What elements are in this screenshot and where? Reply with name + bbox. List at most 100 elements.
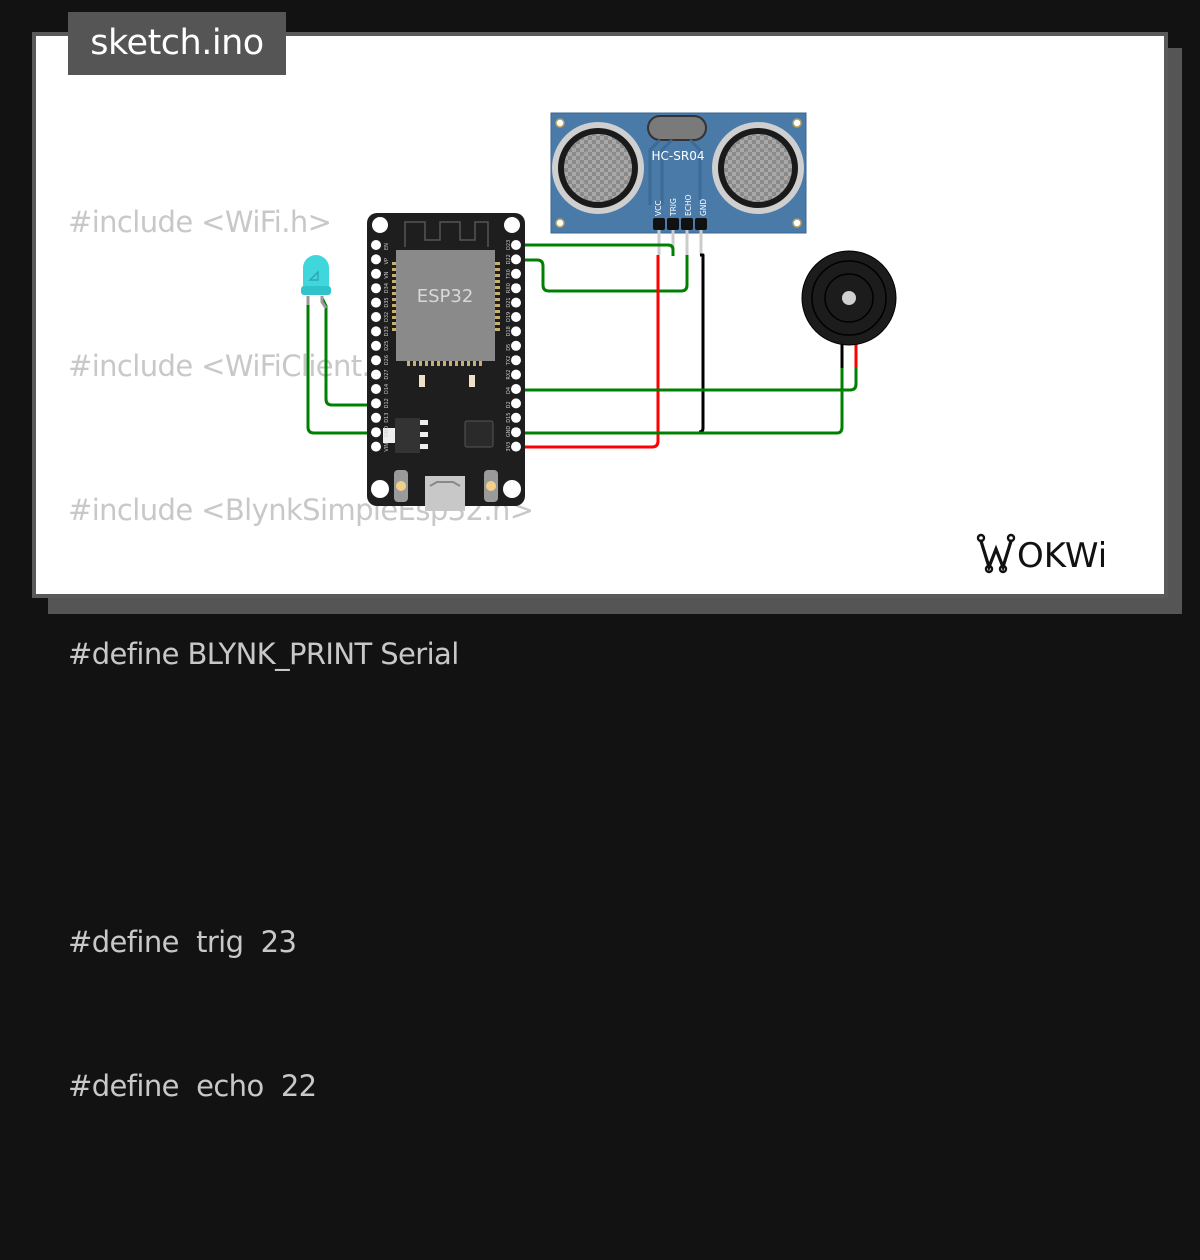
pin-d33[interactable]	[371, 326, 381, 337]
pin-d14[interactable]	[371, 384, 381, 394]
pin-label: D2	[506, 401, 512, 408]
file-tab-title: sketch.ino	[68, 12, 286, 75]
mount-hole	[555, 218, 565, 228]
pin-rx0[interactable]	[511, 283, 521, 294]
mount-hole	[555, 118, 565, 128]
pin-label: GND	[699, 199, 708, 216]
pin-label: D15	[506, 413, 512, 423]
code-line: #include <WiFi.h>	[68, 205, 332, 239]
usb-chip	[464, 420, 494, 448]
pin-d26[interactable]	[371, 355, 381, 366]
wire-led-anode[interactable]	[320, 297, 520, 407]
pin-d19[interactable]	[511, 312, 521, 322]
code-line	[68, 1206, 533, 1254]
pin-label: ECHO	[684, 194, 693, 216]
sensor-pin-gnd[interactable]	[695, 218, 707, 230]
wire-trig[interactable]	[520, 243, 675, 256]
pin-d13[interactable]	[371, 412, 381, 423]
pin-label: VIN	[384, 443, 390, 452]
esp32-board[interactable]: ESP32 ENVPVND34D35D32D33D25D26D27D14D12D…	[367, 213, 525, 511]
sensor-pin-trig[interactable]	[667, 218, 679, 230]
pin-label: TRIG	[669, 198, 678, 217]
pin-d18[interactable]	[511, 326, 521, 337]
pin-3v3[interactable]	[511, 441, 521, 452]
pin-tx2[interactable]	[511, 355, 521, 366]
logo-text: OKWi	[1017, 536, 1107, 575]
pin-label: D26	[384, 355, 390, 365]
pin-label: RX0	[506, 283, 512, 293]
pin-label: D35	[384, 297, 390, 307]
pin-label: D18	[506, 326, 512, 336]
pin-d5[interactable]	[511, 340, 521, 351]
wire-led-cathode[interactable]	[306, 300, 375, 435]
antenna-trace	[404, 221, 489, 247]
pin-d4[interactable]	[511, 384, 521, 394]
pin-label: D13	[384, 413, 390, 423]
pin-d25[interactable]	[371, 340, 381, 351]
led-rim	[301, 286, 331, 295]
pin-d15[interactable]	[511, 412, 521, 423]
pin-gnd[interactable]	[371, 427, 381, 438]
circuit-diagram: HC-SR04 VCC TRIG ECHO GND	[301, 112, 897, 511]
pin-label: D19	[506, 312, 512, 322]
pin-d12[interactable]	[371, 398, 381, 409]
pin-label: EN	[384, 243, 390, 250]
pin-vn[interactable]	[371, 268, 381, 279]
pin-label: GND	[506, 426, 512, 438]
code-line: #define BLYNK_PRINT Serial	[68, 637, 459, 671]
wires	[306, 243, 858, 449]
wire-echo[interactable]	[520, 255, 689, 293]
pin-label: D21	[506, 297, 512, 307]
pin-label: D5	[506, 344, 512, 351]
code-line: #define echo 22	[68, 1069, 317, 1103]
pin-label: D34	[384, 283, 390, 293]
pin-label: VP	[384, 258, 390, 264]
pin-label: D23	[506, 240, 512, 250]
pin-d2[interactable]	[511, 398, 521, 409]
crystal-oscillator	[647, 115, 707, 141]
pin-vp[interactable]	[371, 254, 381, 265]
pin-label: D12	[384, 398, 390, 408]
mount-hole	[792, 218, 802, 228]
pin-label: D14	[384, 384, 390, 394]
pin-label: 3V3	[506, 442, 512, 452]
pin-gnd[interactable]	[511, 427, 521, 438]
pin-label: GND	[384, 426, 390, 438]
sensor-pin-echo[interactable]	[681, 218, 693, 230]
pin-label: VN	[384, 271, 390, 278]
wire-vcc[interactable]	[520, 255, 660, 449]
pin-d22[interactable]	[511, 254, 521, 265]
wire-buzzer-signal[interactable]	[520, 365, 858, 392]
wire-buzzer-gnd[interactable]	[520, 365, 844, 435]
board-label: ESP32	[417, 286, 474, 307]
pin-d27[interactable]	[371, 369, 381, 380]
pin-label: RX2	[506, 370, 512, 380]
pin-d21[interactable]	[511, 297, 521, 308]
piezo-buzzer[interactable]	[801, 250, 897, 368]
pin-label: TX2	[506, 356, 512, 367]
left-transducer	[552, 122, 644, 214]
ultrasonic-sensor[interactable]: HC-SR04 VCC TRIG ECHO GND	[550, 112, 807, 255]
mount-hole	[792, 118, 802, 128]
buzzer-center	[842, 291, 856, 305]
pin-d35[interactable]	[371, 297, 381, 308]
pin-label: D33	[384, 326, 390, 336]
pin-d23[interactable]	[511, 240, 521, 250]
wire-sensor-gnd[interactable]	[698, 253, 705, 434]
led-body	[303, 255, 329, 290]
code-line: #define trig 23	[68, 925, 297, 959]
esp32-module	[396, 250, 495, 361]
sensor-pin-vcc[interactable]	[653, 218, 665, 230]
pin-vin[interactable]	[371, 441, 381, 452]
pin-label: D4	[506, 387, 512, 394]
pin-d32[interactable]	[371, 312, 381, 322]
pin-tx0[interactable]	[511, 268, 521, 279]
pin-label: D22	[506, 254, 512, 264]
led[interactable]	[301, 255, 331, 309]
code-line	[68, 774, 533, 822]
pin-en[interactable]	[371, 240, 381, 250]
right-transducer	[712, 122, 804, 214]
pin-label: VCC	[654, 200, 663, 216]
pin-d34[interactable]	[371, 283, 381, 294]
pin-rx2[interactable]	[511, 369, 521, 380]
